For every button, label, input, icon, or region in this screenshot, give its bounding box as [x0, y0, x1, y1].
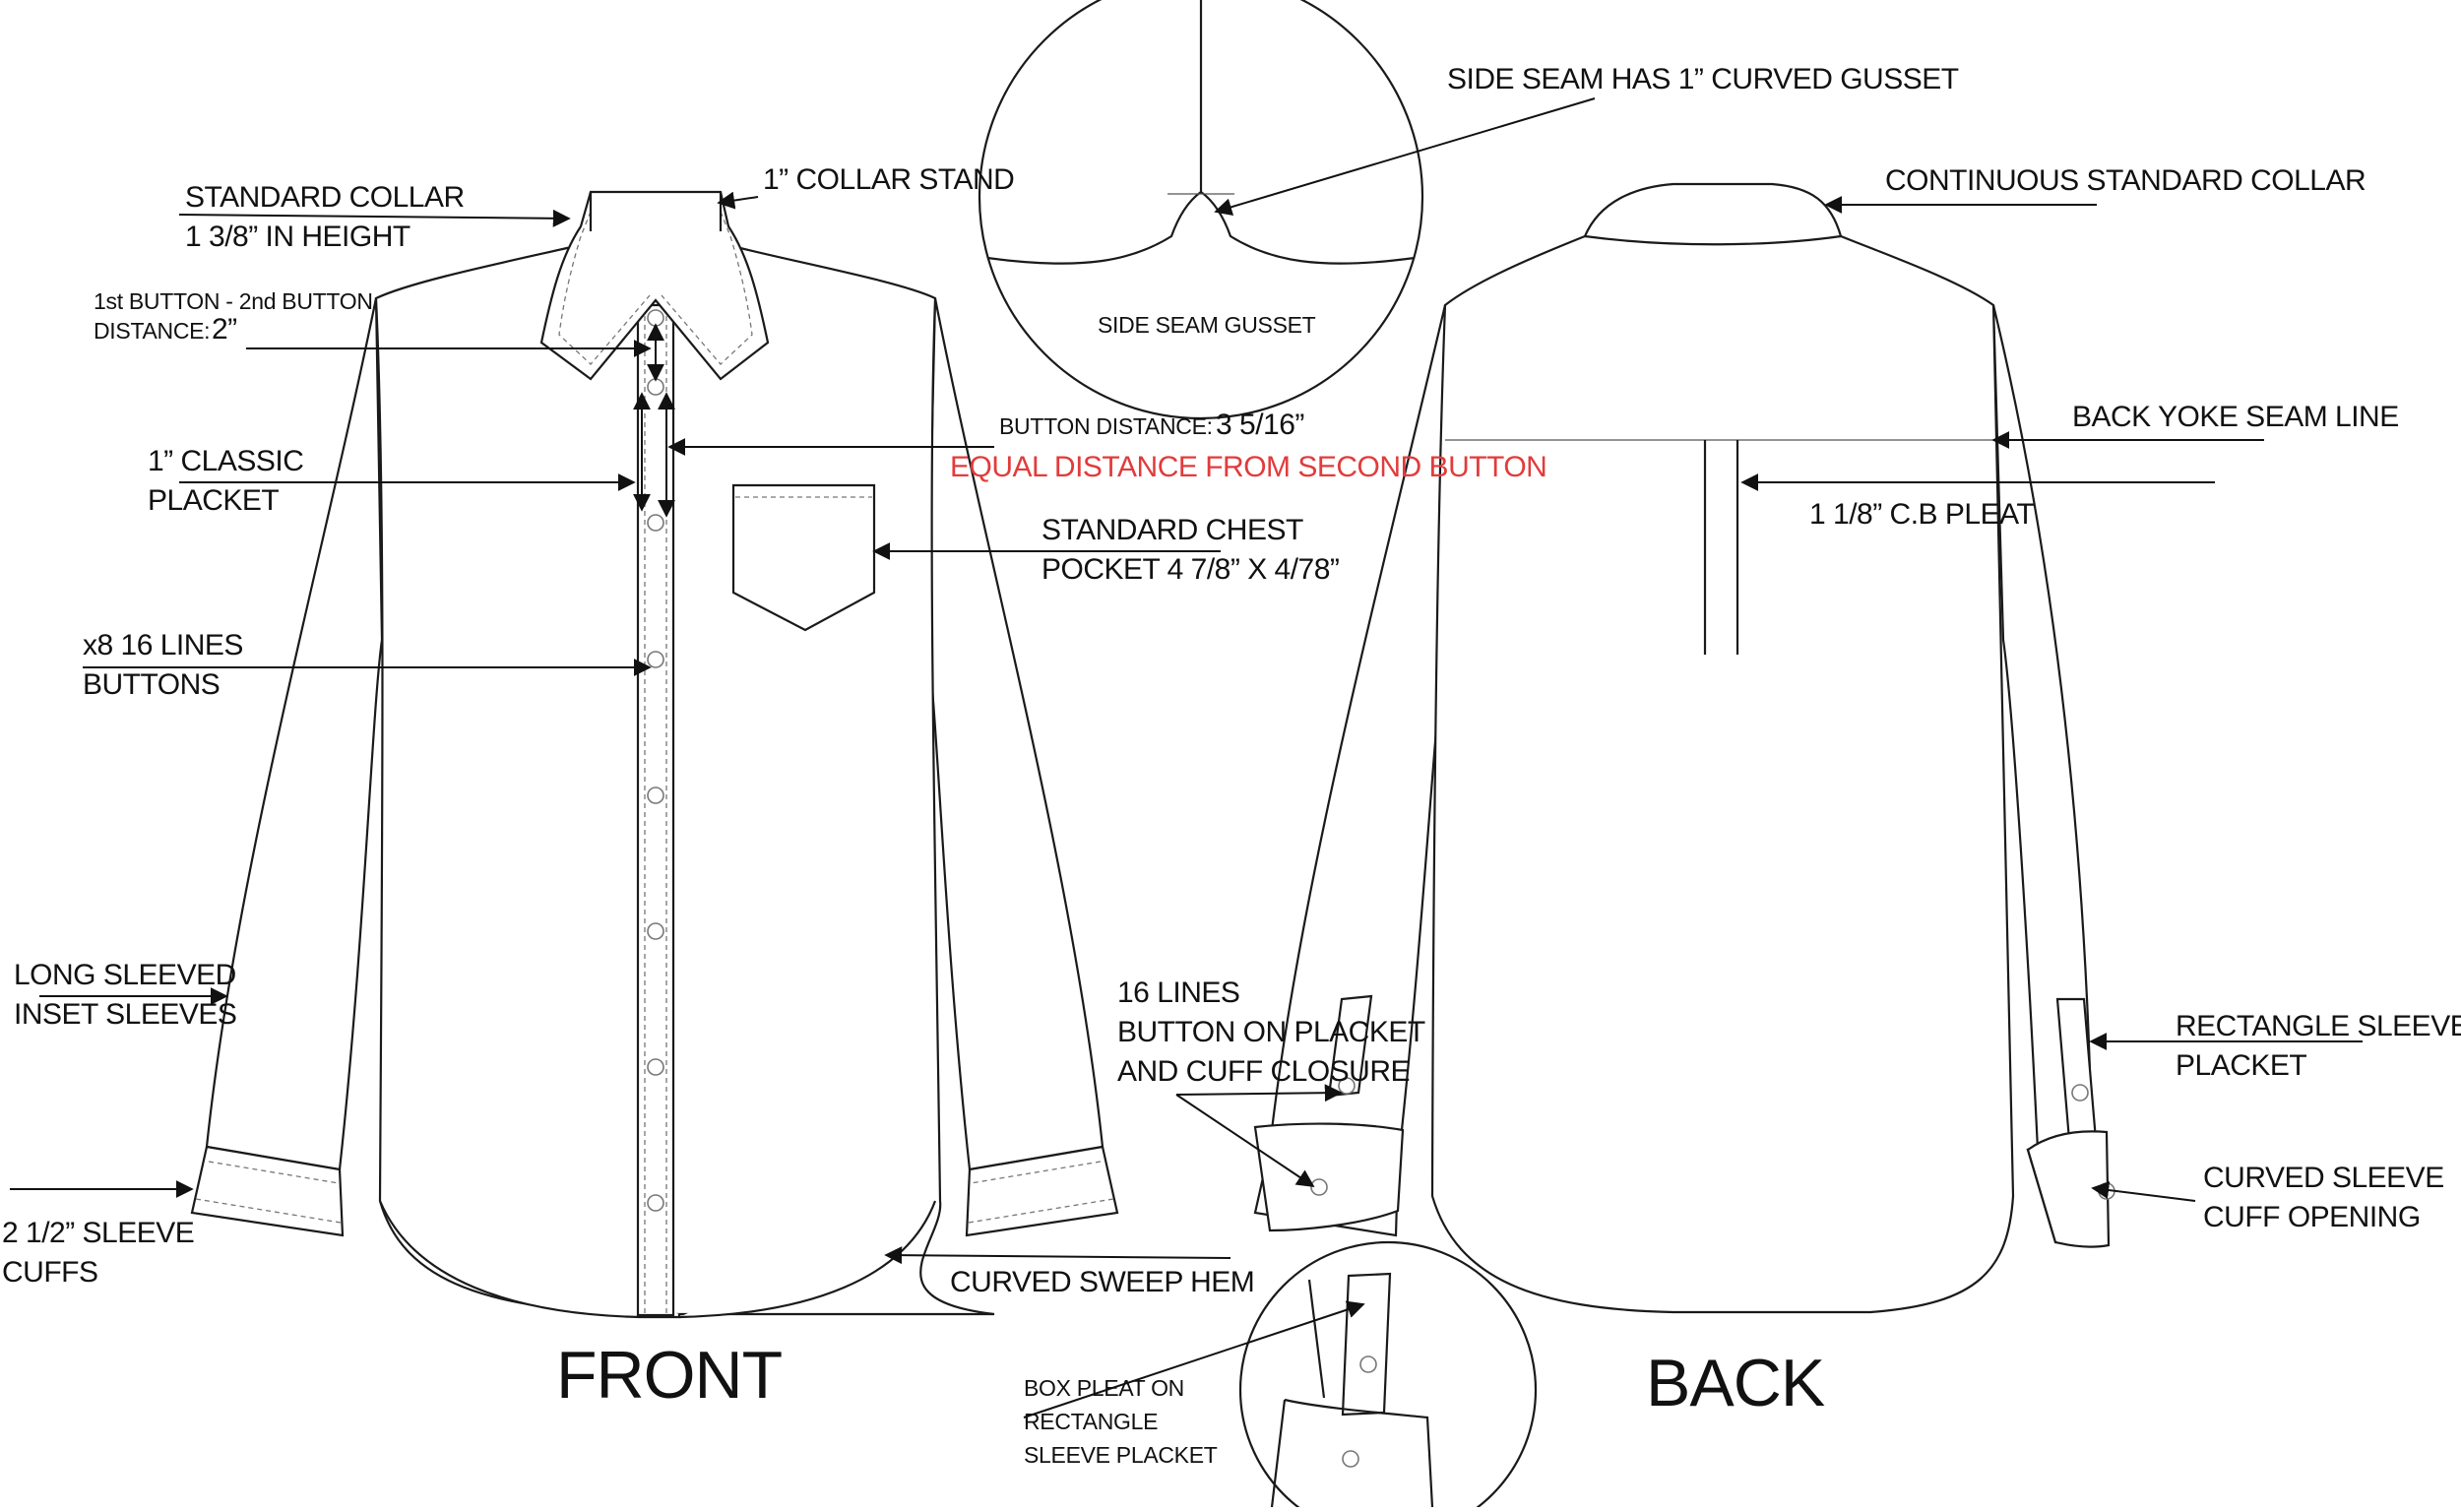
sleeve-cuffs-label: 2 1/2” SLEEVE	[2, 1217, 194, 1249]
front-button	[647, 922, 664, 940]
sleeve-cuffs-label-2: CUFFS	[2, 1256, 98, 1289]
equal-distance-note: EQUAL DISTANCE FROM SECOND BUTTON	[950, 451, 1546, 483]
first-second-button-value: 2”	[212, 313, 237, 346]
front-button	[647, 378, 664, 396]
long-sleeved-label-2: INSET SLEEVES	[14, 998, 236, 1031]
curved-cuff-label-2: CUFF OPENING	[2203, 1201, 2421, 1233]
front-right-sleeve	[925, 297, 1104, 1171]
standard-collar-height: 1 3/8” IN HEIGHT	[185, 220, 410, 253]
front-button	[647, 309, 664, 327]
front-collar	[539, 190, 770, 381]
box-pleat-label: BOX PLEAT ON	[1024, 1375, 1184, 1401]
back-view-title: BACK	[1646, 1346, 1825, 1420]
back-left-sleeve	[1268, 304, 1447, 1168]
cuff-closure-label: 16 LINES	[1117, 976, 1239, 1009]
first-second-button-label: 1st BUTTON - 2nd BUTTON	[94, 288, 373, 314]
front-button	[647, 651, 664, 668]
buttons-label-2: BUTTONS	[83, 668, 220, 701]
front-view-title: FRONT	[556, 1338, 782, 1413]
buttons-label: x8 16 LINES	[83, 629, 243, 662]
callout-leaders	[10, 97, 2363, 1418]
front-left-cuff	[190, 1145, 345, 1237]
front-placket	[636, 303, 675, 1317]
box-pleat-detail-circle	[1238, 1240, 1538, 1512]
front-button	[647, 514, 664, 532]
chest-pocket-label: STANDARD CHEST	[1041, 514, 1303, 546]
callout-labels: STANDARD COLLAR 1 3/8” IN HEIGHT 1” COLL…	[2, 63, 2461, 1468]
box-pleat-label-2: RECTANGLE	[1024, 1409, 1158, 1434]
standard-collar-label: STANDARD COLLAR	[185, 181, 465, 214]
continuous-collar-label: CONTINUOUS STANDARD COLLAR	[1885, 164, 2366, 197]
cb-pleat-label: 1 1/8” C.B PLEAT	[1809, 498, 2034, 531]
back-yoke-label: BACK YOKE SEAM LINE	[2072, 401, 2399, 433]
rectangle-placket-label-2: PLACKET	[2176, 1049, 2306, 1082]
gusset-detail-circle	[978, 0, 1424, 420]
curved-cuff-label: CURVED SLEEVE	[2203, 1162, 2444, 1194]
cuff-closure-label-2: BUTTON ON PLACKET	[1117, 1016, 1425, 1048]
first-second-button-distance: DISTANCE:	[94, 318, 210, 344]
side-seam-gusset-note: SIDE SEAM HAS 1” CURVED GUSSET	[1447, 63, 1959, 95]
classic-placket-label: 1” CLASSIC	[148, 445, 303, 477]
front-right-cuff	[965, 1145, 1119, 1237]
rectangle-placket-label: RECTANGLE SLEEVE	[2176, 1010, 2461, 1042]
button-distance-value: 3 5/16”	[1216, 409, 1304, 441]
front-chest-pocket	[731, 483, 876, 632]
front-button	[647, 1058, 664, 1076]
cuff-closure-label-3: AND CUFF CLOSURE	[1117, 1055, 1410, 1088]
classic-placket-label-2: PLACKET	[148, 484, 279, 517]
collar-stand-label: 1” COLLAR STAND	[763, 163, 1014, 196]
front-body	[374, 241, 995, 1316]
back-body	[1430, 234, 2015, 1314]
long-sleeved-label: LONG SLEEVED	[14, 959, 236, 991]
curved-hem-label: CURVED SWEEP HEM	[950, 1266, 1254, 1298]
back-collar	[1583, 182, 1843, 246]
box-pleat-label-3: SLEEVE PLACKET	[1024, 1442, 1218, 1468]
front-button	[647, 787, 664, 804]
back-left-sleeve-placket	[1327, 994, 1373, 1098]
button-distance-label: BUTTON DISTANCE:	[999, 413, 1213, 439]
side-seam-gusset-label: SIDE SEAM GUSSET	[1098, 312, 1316, 338]
front-shirt-drawing	[190, 190, 1119, 1319]
front-left-sleeve	[205, 297, 384, 1171]
back-shirt-drawing	[1253, 182, 2115, 1314]
chest-pocket-size: POCKET 4 7/8” X 4/78”	[1041, 553, 1339, 586]
front-button	[647, 1194, 664, 1212]
